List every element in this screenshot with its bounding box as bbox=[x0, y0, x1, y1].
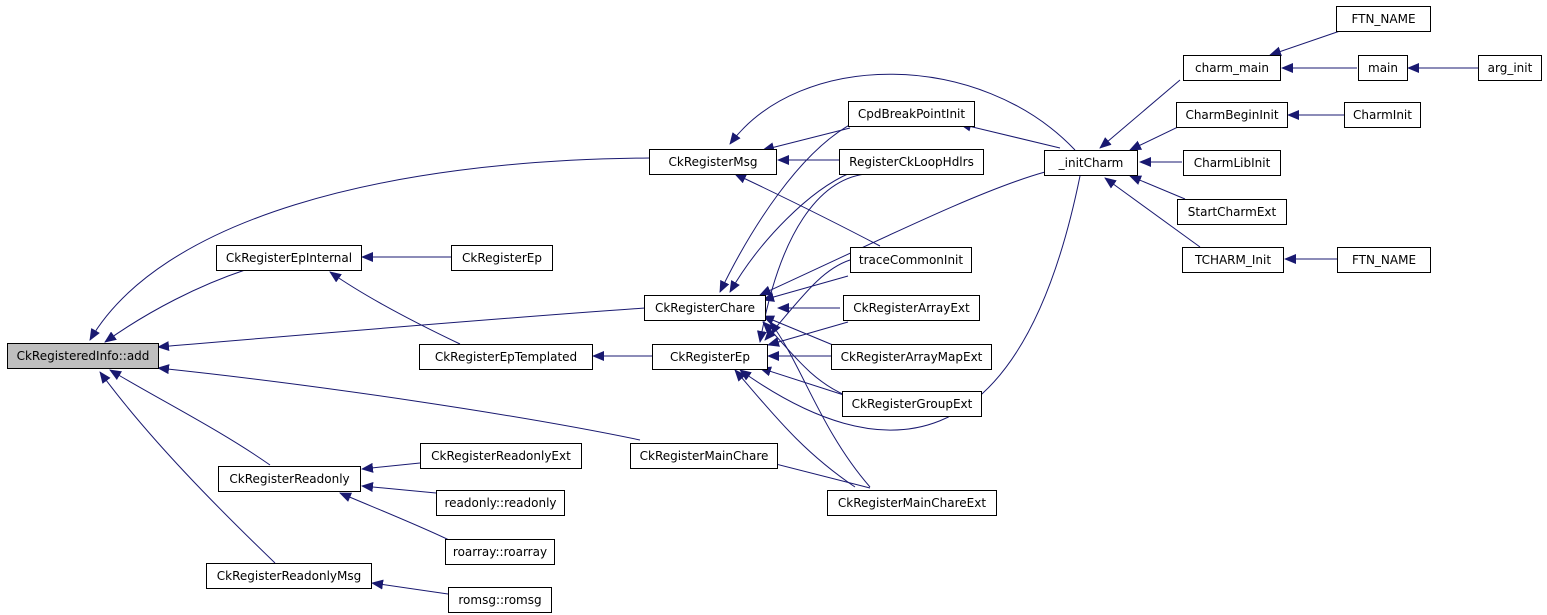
node-ckregisterep-upper[interactable]: CkRegisterEp bbox=[451, 245, 553, 271]
edge bbox=[764, 259, 851, 341]
edge bbox=[759, 457, 871, 489]
edge bbox=[767, 321, 849, 347]
edge bbox=[1099, 79, 1181, 149]
node-tcharm-init[interactable]: TCHARM_Init bbox=[1182, 247, 1284, 273]
edge bbox=[361, 482, 437, 494]
node-cpdbreakpointinit[interactable]: CpdBreakPointInit bbox=[848, 101, 975, 127]
edge bbox=[1104, 177, 1201, 248]
node-ckregistergroupext[interactable]: CkRegisterGroupExt bbox=[842, 391, 982, 417]
edge bbox=[769, 321, 871, 488]
node-ckregistermainchareext[interactable]: CkRegisterMainChareExt bbox=[827, 490, 997, 516]
edge bbox=[729, 172, 851, 293]
edge bbox=[739, 175, 1081, 431]
edge bbox=[729, 73, 1076, 151]
edge bbox=[99, 371, 276, 564]
node-charm-main[interactable]: charm_main bbox=[1183, 55, 1281, 81]
edge bbox=[762, 127, 851, 153]
edge bbox=[339, 492, 456, 544]
node-ckregisterepinternal[interactable]: CkRegisterEpInternal bbox=[216, 245, 362, 271]
node-startcharmext[interactable]: StartCharmExt bbox=[1177, 199, 1287, 225]
edge bbox=[1269, 30, 1341, 57]
edge bbox=[759, 366, 851, 398]
edge bbox=[759, 171, 1046, 296]
node-ckregisterarrayext[interactable]: CkRegisterArrayExt bbox=[843, 295, 980, 321]
node-charmlibinit[interactable]: CharmLibInit bbox=[1183, 150, 1281, 176]
node-ckregisterreadonly[interactable]: CkRegisterReadonly bbox=[218, 466, 361, 492]
edge bbox=[157, 307, 646, 352]
node-registerckloophdlrs[interactable]: RegisterCkLoopHdlrs bbox=[839, 149, 984, 175]
node-initcharm[interactable]: _initCharm bbox=[1044, 150, 1138, 176]
node-charmbegininit[interactable]: CharmBeginInit bbox=[1176, 102, 1288, 128]
edge bbox=[89, 157, 651, 341]
node-ckregistermainchare[interactable]: CkRegisterMainChare bbox=[630, 443, 778, 469]
edge bbox=[109, 369, 271, 466]
edge bbox=[1129, 125, 1181, 151]
node-ftn-name-lower[interactable]: FTN_NAME bbox=[1337, 247, 1431, 273]
node-ckregisteredinfo-add: CkRegisteredInfo::add bbox=[7, 343, 159, 369]
node-ckregisterarraymapext[interactable]: CkRegisterArrayMapExt bbox=[831, 344, 992, 370]
edge bbox=[959, 121, 1061, 149]
node-ckregisterreadonlymsg[interactable]: CkRegisterReadonlyMsg bbox=[206, 563, 372, 589]
node-roarray-roarray[interactable]: roarray::roarray bbox=[445, 539, 555, 565]
edge bbox=[734, 173, 881, 247]
node-arg-init[interactable]: arg_init bbox=[1478, 55, 1542, 81]
node-ftn-name-upper[interactable]: FTN_NAME bbox=[1336, 6, 1431, 32]
node-readonly-readonly[interactable]: readonly::readonly bbox=[436, 490, 565, 516]
node-ckregisterchare[interactable]: CkRegisterChare bbox=[644, 295, 766, 321]
node-charminit[interactable]: CharmInit bbox=[1344, 102, 1421, 128]
edge bbox=[762, 275, 849, 302]
node-main[interactable]: main bbox=[1358, 55, 1408, 81]
edge bbox=[157, 364, 641, 441]
node-ckregisterep-lower[interactable]: CkRegisterEp bbox=[652, 344, 768, 370]
edge bbox=[361, 462, 421, 473]
edge bbox=[104, 269, 246, 343]
node-ckregisterreadonlyext[interactable]: CkRegisterReadonlyExt bbox=[420, 443, 582, 469]
edge bbox=[329, 271, 461, 345]
edge bbox=[371, 579, 449, 595]
edge bbox=[1129, 175, 1186, 200]
edge bbox=[734, 369, 856, 488]
node-ckregisteredtemplated[interactable]: CkRegisterEpTemplated bbox=[419, 344, 593, 370]
edge bbox=[719, 121, 856, 293]
node-romsg-romsg[interactable]: romsg::romsg bbox=[448, 587, 552, 613]
node-ckregistermsg[interactable]: CkRegisterMsg bbox=[649, 149, 777, 175]
node-tracecommoninit[interactable]: traceCommonInit bbox=[850, 247, 972, 273]
edge bbox=[757, 173, 866, 343]
